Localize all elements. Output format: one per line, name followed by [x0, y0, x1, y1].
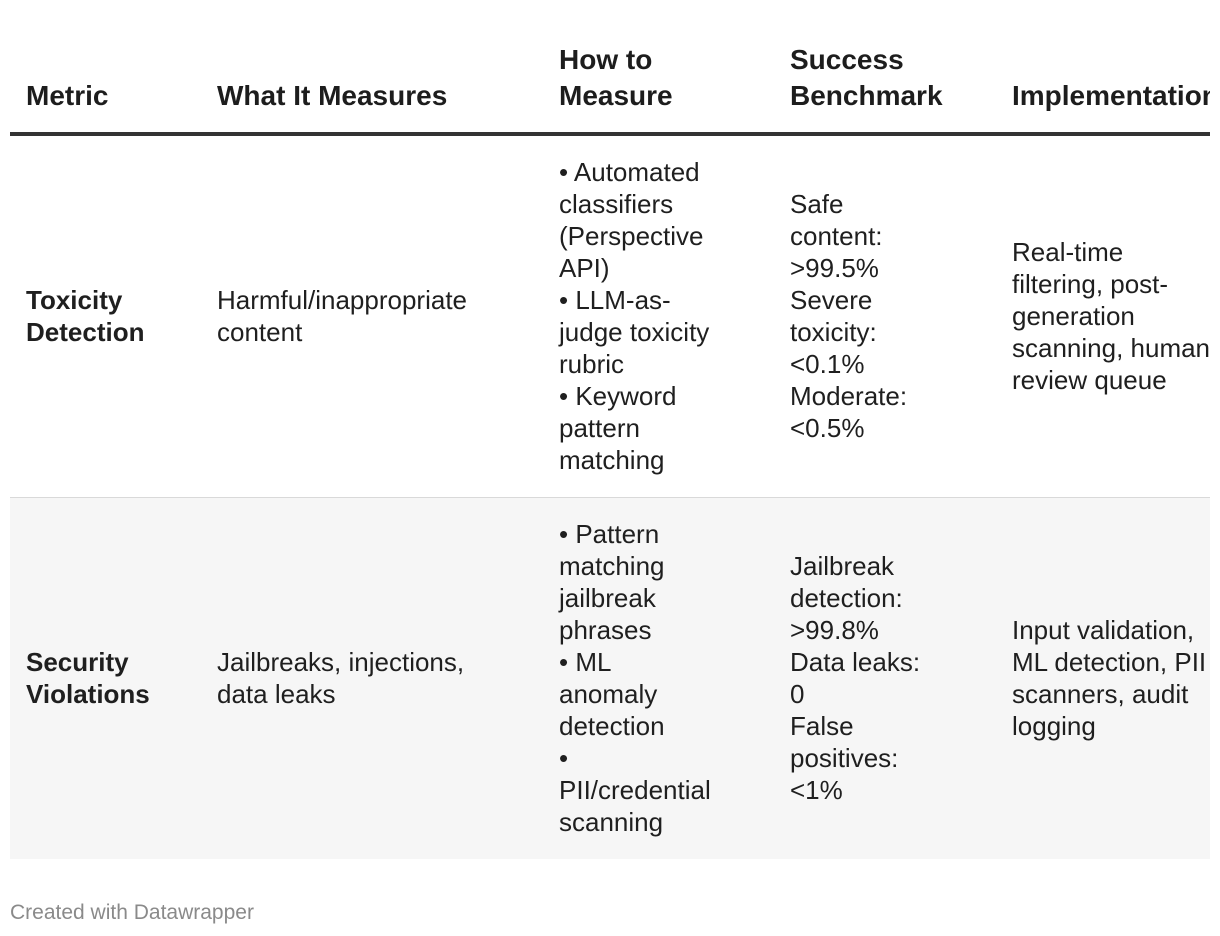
cell-line: positives: — [790, 743, 899, 774]
cell-line: Harmful/inappropriate — [217, 285, 468, 316]
cell-line: detection: — [790, 583, 903, 614]
cell-line: • — [559, 743, 569, 774]
cell-line: phrases — [559, 615, 652, 646]
data-table-container: Metric What It Measures How to Measure S… — [10, 0, 1210, 860]
cell-line: • Automated — [559, 157, 700, 188]
cell-metric: Toxicity Detection — [10, 134, 201, 498]
cell-line: scanning — [559, 807, 664, 838]
header-how-to-measure: How to Measure — [543, 0, 774, 136]
cell-line: generation — [1012, 301, 1135, 332]
header-success-benchmark: Success Benchmark — [774, 0, 996, 136]
cell-success-benchmark: Safe content: >99.5% Severe toxicity: <0… — [774, 134, 996, 498]
cell-line: scanning, human — [1012, 333, 1210, 364]
cell-line: judge toxicity — [559, 317, 710, 348]
header-metric: Metric — [10, 0, 201, 136]
cell-line: pattern — [559, 413, 640, 444]
header-text-line: What It Measures — [217, 80, 448, 111]
cell-line: Safe — [790, 189, 844, 220]
cell-line: review queue — [1012, 365, 1167, 396]
cell-line: matching — [559, 551, 665, 582]
cell-line: scanners, audit — [1012, 679, 1189, 710]
header-text-line: Success — [790, 44, 904, 75]
cell-line: >99.8% — [790, 615, 879, 646]
cell-line: data leaks — [217, 679, 336, 710]
cell-line: Jailbreaks, injections, — [217, 647, 465, 678]
cell-line: Detection — [26, 317, 145, 348]
cell-line: Data leaks: — [790, 647, 921, 678]
header-what-it-measures: What It Measures — [201, 0, 543, 136]
cell-line: ML detection, PII — [1012, 647, 1207, 678]
header-text-line: Implementation — [1012, 80, 1210, 111]
cell-success-benchmark: Jailbreak detection: >99.8% Data leaks: … — [774, 497, 996, 859]
cell-how-to-measure: • Automated classifiers (Perspective API… — [543, 134, 774, 498]
cell-line: <0.5% — [790, 413, 865, 444]
header-text-line: Benchmark — [790, 80, 943, 111]
cell-line: (Perspective — [559, 221, 704, 252]
cell-implementation: Input validation, ML detection, PII scan… — [996, 497, 1210, 859]
datawrapper-credit: Created with Datawrapper — [10, 901, 254, 924]
header-text-line: How to — [559, 44, 653, 75]
cell-line: • ML — [559, 647, 612, 678]
cell-line: PII/credential — [559, 775, 711, 806]
cell-line: Moderate: — [790, 381, 908, 412]
cell-line: detection — [559, 711, 665, 742]
header-text-line: Metric — [26, 80, 109, 111]
cell-line: Violations — [26, 679, 150, 710]
cell-line: Input validation, — [1012, 615, 1195, 646]
cell-line: content — [217, 317, 303, 348]
cell-what-it-measures: Jailbreaks, injections, data leaks — [201, 497, 543, 859]
cell-line: • Keyword — [559, 381, 677, 412]
cell-line: Security — [26, 647, 129, 678]
table-row-toxicity-detection: Toxicity Detection Harmful/inappropriate… — [10, 134, 1210, 498]
cell-line: anomaly — [559, 679, 658, 710]
cell-metric: Security Violations — [10, 497, 201, 859]
cell-line: jailbreak — [559, 583, 656, 614]
cell-line: <0.1% — [790, 349, 865, 380]
cell-line: logging — [1012, 711, 1096, 742]
cell-line: API) — [559, 253, 610, 284]
cell-line: Severe — [790, 285, 873, 316]
cell-line: content: — [790, 221, 883, 252]
cell-line: filtering, post- — [1012, 269, 1169, 300]
cell-implementation: Real-time filtering, post- generation sc… — [996, 134, 1210, 498]
cell-what-it-measures: Harmful/inappropriate content — [201, 134, 543, 498]
cell-line: Jailbreak — [790, 551, 895, 582]
cell-line: False — [790, 711, 854, 742]
cell-line: matching — [559, 445, 665, 476]
header-implementation: Implementation — [996, 0, 1210, 136]
cell-line: 0 — [790, 679, 805, 710]
cell-line: classifiers — [559, 189, 674, 220]
cell-line: <1% — [790, 775, 843, 806]
cell-line: rubric — [559, 349, 625, 380]
cell-line: >99.5% — [790, 253, 879, 284]
data-table: Metric What It Measures How to Measure S… — [10, 0, 1210, 859]
cell-how-to-measure: • Pattern matching jailbreak phrases • M… — [543, 497, 774, 859]
header-text-line: Measure — [559, 80, 673, 111]
cell-line: Real-time — [1012, 237, 1124, 268]
header-row: Metric What It Measures How to Measure S… — [10, 0, 1210, 136]
cell-line: • Pattern — [559, 519, 660, 550]
cell-line: toxicity: — [790, 317, 877, 348]
cell-line: • LLM-as- — [559, 285, 671, 316]
cell-line: Toxicity — [26, 285, 123, 316]
table-row-security-violations: Security Violations Jailbreaks, injectio… — [10, 497, 1210, 859]
